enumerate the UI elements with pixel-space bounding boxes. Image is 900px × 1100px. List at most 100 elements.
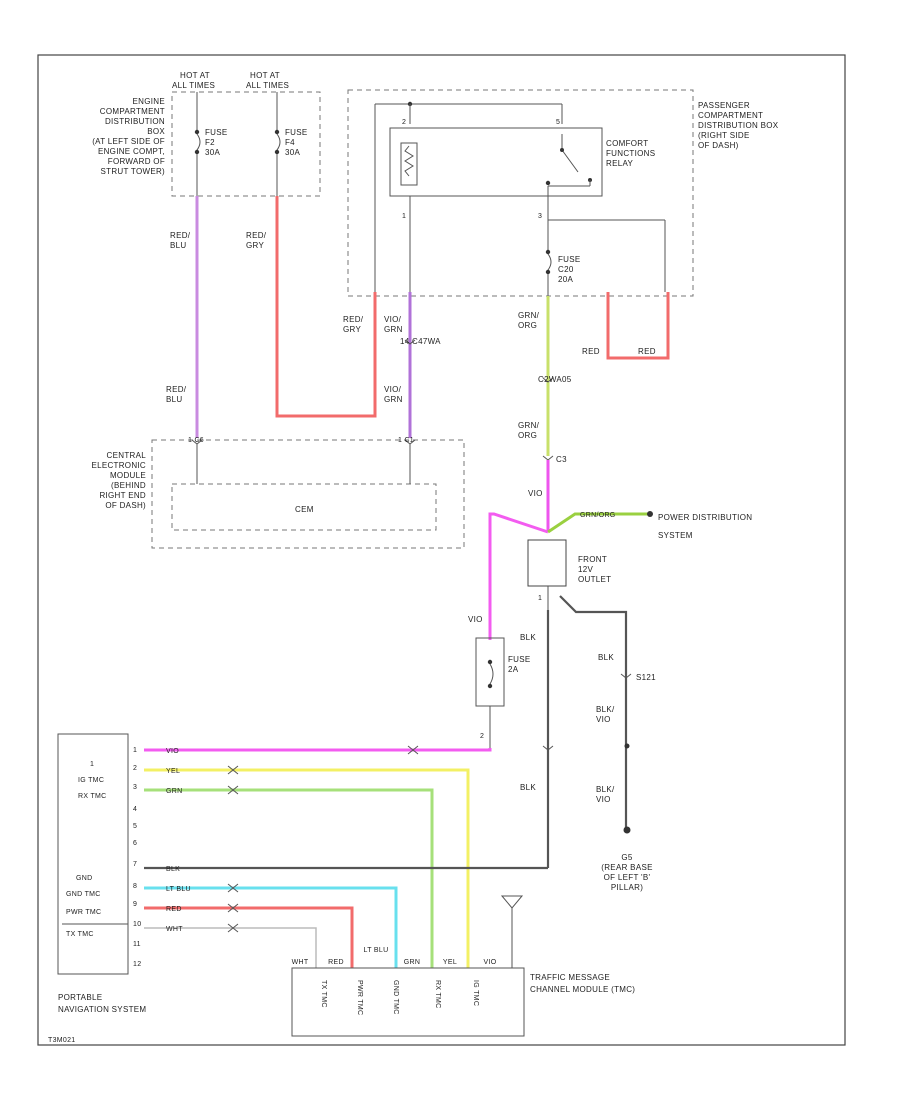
label-blk-bottom: BLK [520,783,536,792]
label-grn-org-horiz: GRN/ORG [580,512,616,519]
nav-wire-wht: WHT [166,926,183,933]
svg-text:NAVIGATION SYSTEM: NAVIGATION SYSTEM [58,1005,146,1014]
fuse-f4-label: FUSE F4 30A [285,128,307,157]
svg-text:C2WA05: C2WA05 [538,375,572,384]
ground-label: G5 (REAR BASE OF LEFT 'B' PILLAR) [601,853,652,892]
label-vio-outlet: VIO [528,489,543,498]
svg-text:BLK/: BLK/ [596,705,615,714]
svg-text:IG TMC: IG TMC [472,980,479,1006]
wire-nav-red [144,906,354,968]
svg-text:5: 5 [556,119,560,126]
svg-text:C20: C20 [558,265,574,274]
svg-text:10: 10 [133,921,141,928]
svg-text:30A: 30A [205,148,220,157]
svg-text:7: 7 [133,861,137,868]
svg-text:TX TMC: TX TMC [320,980,327,1008]
connector-b-right: 1 C1 [398,437,414,444]
diagram-frame [37,54,846,1046]
svg-text:ELECTRONIC: ELECTRONIC [91,461,146,470]
svg-text:RX TMC: RX TMC [434,980,441,1009]
svg-text:VIO: VIO [596,715,611,724]
svg-text:30A: 30A [285,148,300,157]
svg-text:GRN: GRN [384,395,403,404]
svg-text:OUTLET: OUTLET [578,575,611,584]
antenna-icon [500,895,524,968]
wire-grn-org-horiz [547,512,648,534]
power-distribution-label: POWER DISTRIBUTION SYSTEM [658,513,752,540]
svg-text:4: 4 [133,806,137,813]
cem-inner-box [171,483,437,531]
nav-wire-yel: YEL [166,768,180,775]
fuse-2a [475,637,505,707]
fuse-c20-label: FUSE C20 20A [558,255,580,284]
front-12v-outlet [527,539,567,587]
nav-wire-blk: BLK [166,866,180,873]
cem-outer-box [151,439,465,549]
tmc-module-box [291,967,525,1037]
svg-text:DISTRIBUTION BOX: DISTRIBUTION BOX [698,121,779,130]
comfort-functions-relay [389,127,603,197]
svg-text:RIGHT END: RIGHT END [99,491,146,500]
label-red-blu-top: RED/ [170,231,191,240]
svg-text:PWR TMC: PWR TMC [356,980,363,1015]
svg-text:MODULE: MODULE [110,471,146,480]
svg-text:(AT LEFT SIDE OF: (AT LEFT SIDE OF [92,137,165,146]
svg-text:CHANNEL MODULE (TMC): CHANNEL MODULE (TMC) [530,985,635,994]
svg-text:F2: F2 [205,138,215,147]
svg-text:20A: 20A [558,275,573,284]
nav-wire-grn: GRN [166,788,182,795]
label-red-gry-top: RED/ [246,231,267,240]
svg-text:1: 1 [402,213,406,220]
svg-text:LT BLU: LT BLU [364,947,389,954]
svg-text:PWR TMC: PWR TMC [66,909,101,916]
svg-text:TRAFFIC MESSAGE: TRAFFIC MESSAGE [530,973,610,982]
svg-text:RX TMC: RX TMC [78,793,107,800]
engine-distribution-box [171,91,321,197]
label-blk-right: BLK [598,653,614,662]
svg-text:1: 1 [90,761,94,768]
svg-text:GRY: GRY [343,325,361,334]
splice-s121: S121 [636,673,656,682]
svg-text:COMPARTMENT: COMPARTMENT [100,107,165,116]
passenger-box-label: PASSENGER COMPARTMENT DISTRIBUTION BOX (… [698,101,779,150]
svg-text:G5: G5 [621,853,633,862]
svg-text:FUSE: FUSE [508,655,531,664]
cem-inner-label: CEM [295,505,314,514]
label-blk-outlet: BLK [520,633,536,642]
wire-red-gry [275,196,377,418]
svg-text:2: 2 [133,765,137,772]
label-red-blu-bot: RED/ [166,385,187,394]
fuse-2a-label: FUSE 2A [508,655,531,674]
connector-c2: C2WA05 [538,375,572,384]
diagram-code: T3M021 [48,1037,75,1044]
svg-text:STRUT TOWER): STRUT TOWER) [101,167,166,176]
outlet-label: FRONT 12V OUTLET [578,555,611,584]
relay-label: COMFORT FUNCTIONS RELAY [606,139,655,168]
label-vio-grn-bot: VIO/ [384,385,402,394]
nav-wire-ltblu: LT BLU [166,886,191,893]
svg-text:11: 11 [133,941,141,948]
label-vio-fuse: VIO [468,615,483,624]
fuse-f2-label: FUSE F2 30A [205,128,227,157]
label-vio-grn-top: VIO/ [384,315,402,324]
svg-text:14 C47WA: 14 C47WA [400,337,441,346]
wire-blk-right [559,595,628,828]
svg-text:6: 6 [133,840,137,847]
svg-text:PILLAR): PILLAR) [611,883,643,892]
svg-text:(RIGHT SIDE: (RIGHT SIDE [698,131,750,140]
svg-text:BLK/: BLK/ [596,785,615,794]
svg-text:POWER DISTRIBUTION: POWER DISTRIBUTION [658,513,752,522]
svg-text:12: 12 [133,961,141,968]
svg-text:GRN: GRN [384,325,403,334]
connector-b-left: 1 C6 [188,437,204,444]
svg-text:GRN: GRN [404,959,420,966]
svg-text:ORG: ORG [518,321,537,330]
svg-text:COMFORT: COMFORT [606,139,648,148]
label-red-gry-mid: RED/ [343,315,364,324]
svg-text:ORG: ORG [518,431,537,440]
svg-text:ENGINE COMPT,: ENGINE COMPT, [98,147,165,156]
svg-text:(REAR BASE: (REAR BASE [601,863,652,872]
svg-text:C3: C3 [556,455,567,464]
wire-vio-fuse [488,512,549,640]
